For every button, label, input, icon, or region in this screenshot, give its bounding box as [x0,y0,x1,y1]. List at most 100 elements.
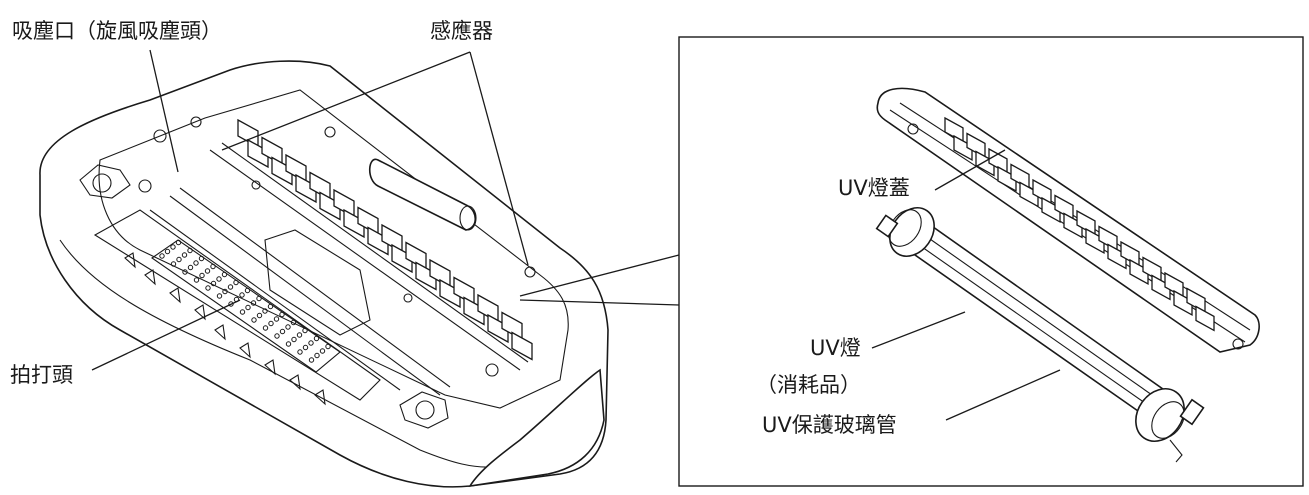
vent-cell [1019,181,1039,208]
vent-cell [975,150,995,177]
vent-cell [343,208,365,239]
vent-cell [1195,305,1215,332]
vacuum-head-illustration [39,60,609,488]
vent-cell [1085,227,1105,254]
beater-dot [193,277,200,283]
beater-dot [267,303,274,310]
beater-dot [290,319,297,326]
beater-dot [285,341,292,347]
brush-fins [124,252,326,406]
beater-dot [198,255,205,262]
beater-dot [227,284,234,290]
beater-dot [170,244,176,250]
inset-connector-upper [519,254,680,297]
leader-beater-head [91,299,241,371]
vent-cell [367,226,389,256]
beater-dot [244,287,251,294]
label-uv-lamp: UV燈 [810,336,861,360]
beater-dot-plate [151,239,341,373]
beater-dot [193,260,199,266]
beater-dot [325,343,331,350]
vent-cell [1041,196,1061,223]
beater-dot [308,340,314,346]
leader-uv-lamp [871,311,966,349]
beater-dot [221,271,228,278]
vent-cell [1151,274,1171,301]
beater-dot [291,336,297,343]
beater-dot [204,268,211,274]
beater-dot [302,344,309,351]
vent-cell [953,134,973,161]
leader-uv-glass-tube [945,369,1061,421]
beater-dot [164,248,171,255]
vent-cell [271,156,293,186]
vent-cell [463,296,485,326]
main-unit-uv-cover-grid [237,118,533,361]
beater-dot [176,256,182,263]
beater-dot [233,279,239,286]
beater-dot [256,295,262,302]
label-sensor: 感應器 [430,19,493,43]
beater-dot [273,316,280,322]
beater-dot [187,247,193,254]
beater-dot [314,352,320,359]
beater-dot [245,304,251,311]
beater-dot [175,239,182,246]
vent-cell [1063,212,1083,239]
beater-dot [285,324,291,330]
beater-dot [251,317,257,323]
beater-dot [313,335,320,342]
beater-dot [210,280,217,287]
uv-lamp-tube-illustration [875,207,1205,463]
beater-dot [268,320,274,327]
vent-cell [997,165,1017,192]
vent-cell [319,191,341,221]
vent-cell [295,173,317,204]
label-consumable: （消耗品） [756,373,861,397]
beater-dot [216,293,223,299]
leader-suction-inlet [149,49,179,173]
vent-cell [1107,243,1127,270]
vent-cell [1129,258,1149,285]
beater-dot [319,348,326,354]
beater-dot [250,300,257,306]
beater-dot [262,308,268,314]
beater-dot [182,269,188,275]
beater-dot [205,285,211,291]
inset-connector-lower [519,299,680,306]
beater-dot [216,276,222,282]
label-uv-glass-tube: UV保護玻璃管 [762,413,897,437]
beater-dot [222,288,228,295]
vent-cell [1173,289,1193,316]
beater-dot [308,357,315,363]
leader-sensor-a [221,51,471,151]
beater-dot [187,264,194,271]
label-beater-head: 拍打頭 [10,363,73,387]
leader-lines [91,49,1061,421]
beater-dot [170,261,177,267]
beater-dot [181,252,188,258]
label-suction-inlet: 吸塵口（旋風吸塵頭） [12,19,222,43]
vent-cell [487,313,509,344]
beater-dot [279,328,286,335]
vent-cell [439,278,461,309]
label-uv-lamp-cover: UV燈蓋 [838,176,910,200]
beater-dot [210,263,216,270]
beater-dot [297,349,303,355]
beater-dot [239,292,245,298]
beater-dot [302,327,308,334]
leader-sensor-b [469,51,529,266]
beater-dot [262,325,269,331]
beater-dot [239,309,246,315]
vent-cell [247,138,269,169]
beater-dot [274,333,280,339]
vent-cell [415,261,437,291]
vent-cell [391,243,413,274]
beater-dot [279,311,285,318]
vent-cell [511,331,533,361]
beater-dot [256,312,263,319]
uv-detail-inset [519,36,1304,487]
inset-frame [678,36,1304,487]
beater-dot [228,301,234,307]
